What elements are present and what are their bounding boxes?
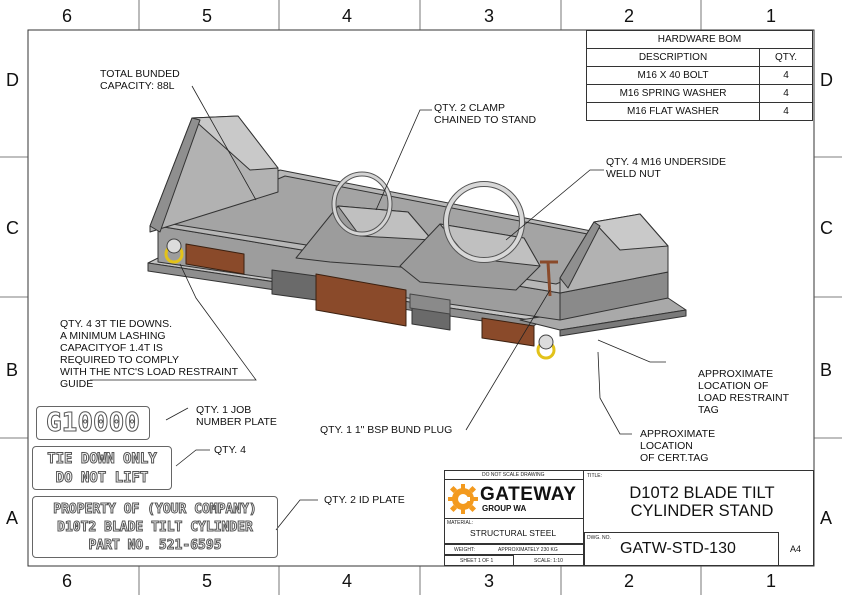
- zone-col-6-bottom: 6: [62, 571, 73, 591]
- tie-down-plate: TIE DOWN ONLY DO NOT LIFT: [32, 446, 172, 490]
- weight-value: APPROXIMATELY 230 KG: [498, 547, 558, 553]
- zone-col-5: 5: [202, 6, 213, 26]
- weight-label: WEIGHT:: [454, 547, 475, 553]
- bom-row-desc: M16 FLAT WASHER: [586, 102, 760, 121]
- bom-row-qty: 4: [759, 84, 813, 103]
- do-not-scale-text: DO NOT SCALE DRAWING: [482, 472, 545, 478]
- zone-row-b: B: [6, 360, 19, 380]
- sheet-size: A4: [790, 544, 802, 554]
- logo-sub-text: GROUP WA: [482, 504, 527, 513]
- bom-row-qty: 4: [759, 66, 813, 85]
- sheet-text: SHEET 1 OF 1: [460, 558, 494, 564]
- annotation-job-plate: QTY. 1 JOB NUMBER PLATE: [196, 404, 277, 428]
- annotation-clamp: QTY. 2 CLAMP CHAINED TO STAND: [434, 102, 537, 126]
- zone-col-2-bottom: 2: [624, 571, 635, 591]
- dwg-no-label: DWG. NO.: [587, 535, 611, 541]
- sheet-cell: [444, 555, 514, 566]
- zone-col-3-bottom: 3: [484, 571, 495, 591]
- bom-title: HARDWARE BOM: [586, 30, 813, 49]
- bom-header-qty: QTY.: [759, 48, 813, 67]
- zone-col-1-bottom: 1: [766, 571, 777, 591]
- id-plate: PROPERTY OF (YOUR COMPANY) D10T2 BLADE T…: [32, 496, 278, 558]
- bom-row-desc: M16 SPRING WASHER: [586, 84, 760, 103]
- annotation-id-plate: QTY. 2 ID PLATE: [324, 494, 405, 506]
- annotation-bund-plug: QTY. 1 1" BSP BUND PLUG: [320, 424, 453, 436]
- material-cell: [444, 518, 584, 544]
- annotation-qty-4: QTY. 4: [214, 444, 246, 456]
- zone-row-c: C: [6, 218, 19, 238]
- bom-row-desc: M16 X 40 BOLT: [586, 66, 760, 85]
- zone-col-4: 4: [342, 6, 353, 26]
- zone-row-a: A: [6, 508, 19, 528]
- annotation-bunded-capacity: TOTAL BUNDED CAPACITY: 88L: [100, 68, 180, 92]
- zone-row-c-right: C: [820, 218, 833, 238]
- zone-row-a-right: A: [820, 508, 833, 528]
- dwg-no-value: GATW-STD-130: [620, 540, 736, 557]
- cylinder-stand-illustration: [147, 115, 687, 360]
- zone-col-6: 6: [62, 6, 73, 26]
- drawing-title: D10T2 BLADE TILT CYLINDER STAND: [629, 484, 775, 520]
- dwg-no-cell: [584, 532, 779, 566]
- weight-cell: [444, 544, 584, 555]
- title-label: TITLE:: [587, 473, 603, 479]
- gateway-gear-icon: [448, 484, 478, 514]
- bom-row-qty: 4: [759, 102, 813, 121]
- zone-col-2: 2: [624, 6, 635, 26]
- leader-lines: [90, 85, 666, 531]
- do-not-scale-cell: [444, 470, 584, 480]
- material-label: MATERIAL:: [447, 520, 474, 526]
- inner-border: [27, 29, 815, 567]
- zone-col-1: 1: [766, 6, 777, 26]
- annotation-load-restraint-tag: APPROXIMATE LOCATION OF LOAD RESTRAINT T…: [698, 368, 790, 416]
- annotation-weld-nut: QTY. 4 M16 UNDERSIDE WELD NUT: [606, 156, 727, 180]
- zone-col-5-bottom: 5: [202, 571, 213, 591]
- job-number-plate: G10000: [36, 406, 150, 440]
- zone-col-4-bottom: 4: [342, 571, 353, 591]
- zone-col-3: 3: [484, 6, 495, 26]
- logo-main-text: GATEWAY: [480, 484, 577, 505]
- zone-row-b-right: B: [820, 360, 833, 380]
- hardware-bom-table: HARDWARE BOM DESCRIPTION QTY. M16 X 40 B…: [586, 30, 813, 121]
- annotation-tie-downs: QTY. 4 3T TIE DOWNS. A MINIMUM LASHING C…: [60, 318, 238, 390]
- zone-row-d: D: [6, 70, 19, 90]
- annotation-cert-tag: APPROXIMATE LOCATION OF CERT.TAG: [640, 428, 716, 464]
- bom-header-description: DESCRIPTION: [586, 48, 760, 67]
- material-value: STRUCTURAL STEEL: [470, 528, 557, 538]
- zone-row-d-right: D: [820, 70, 833, 90]
- scale-text: SCALE: 1:10: [534, 558, 563, 564]
